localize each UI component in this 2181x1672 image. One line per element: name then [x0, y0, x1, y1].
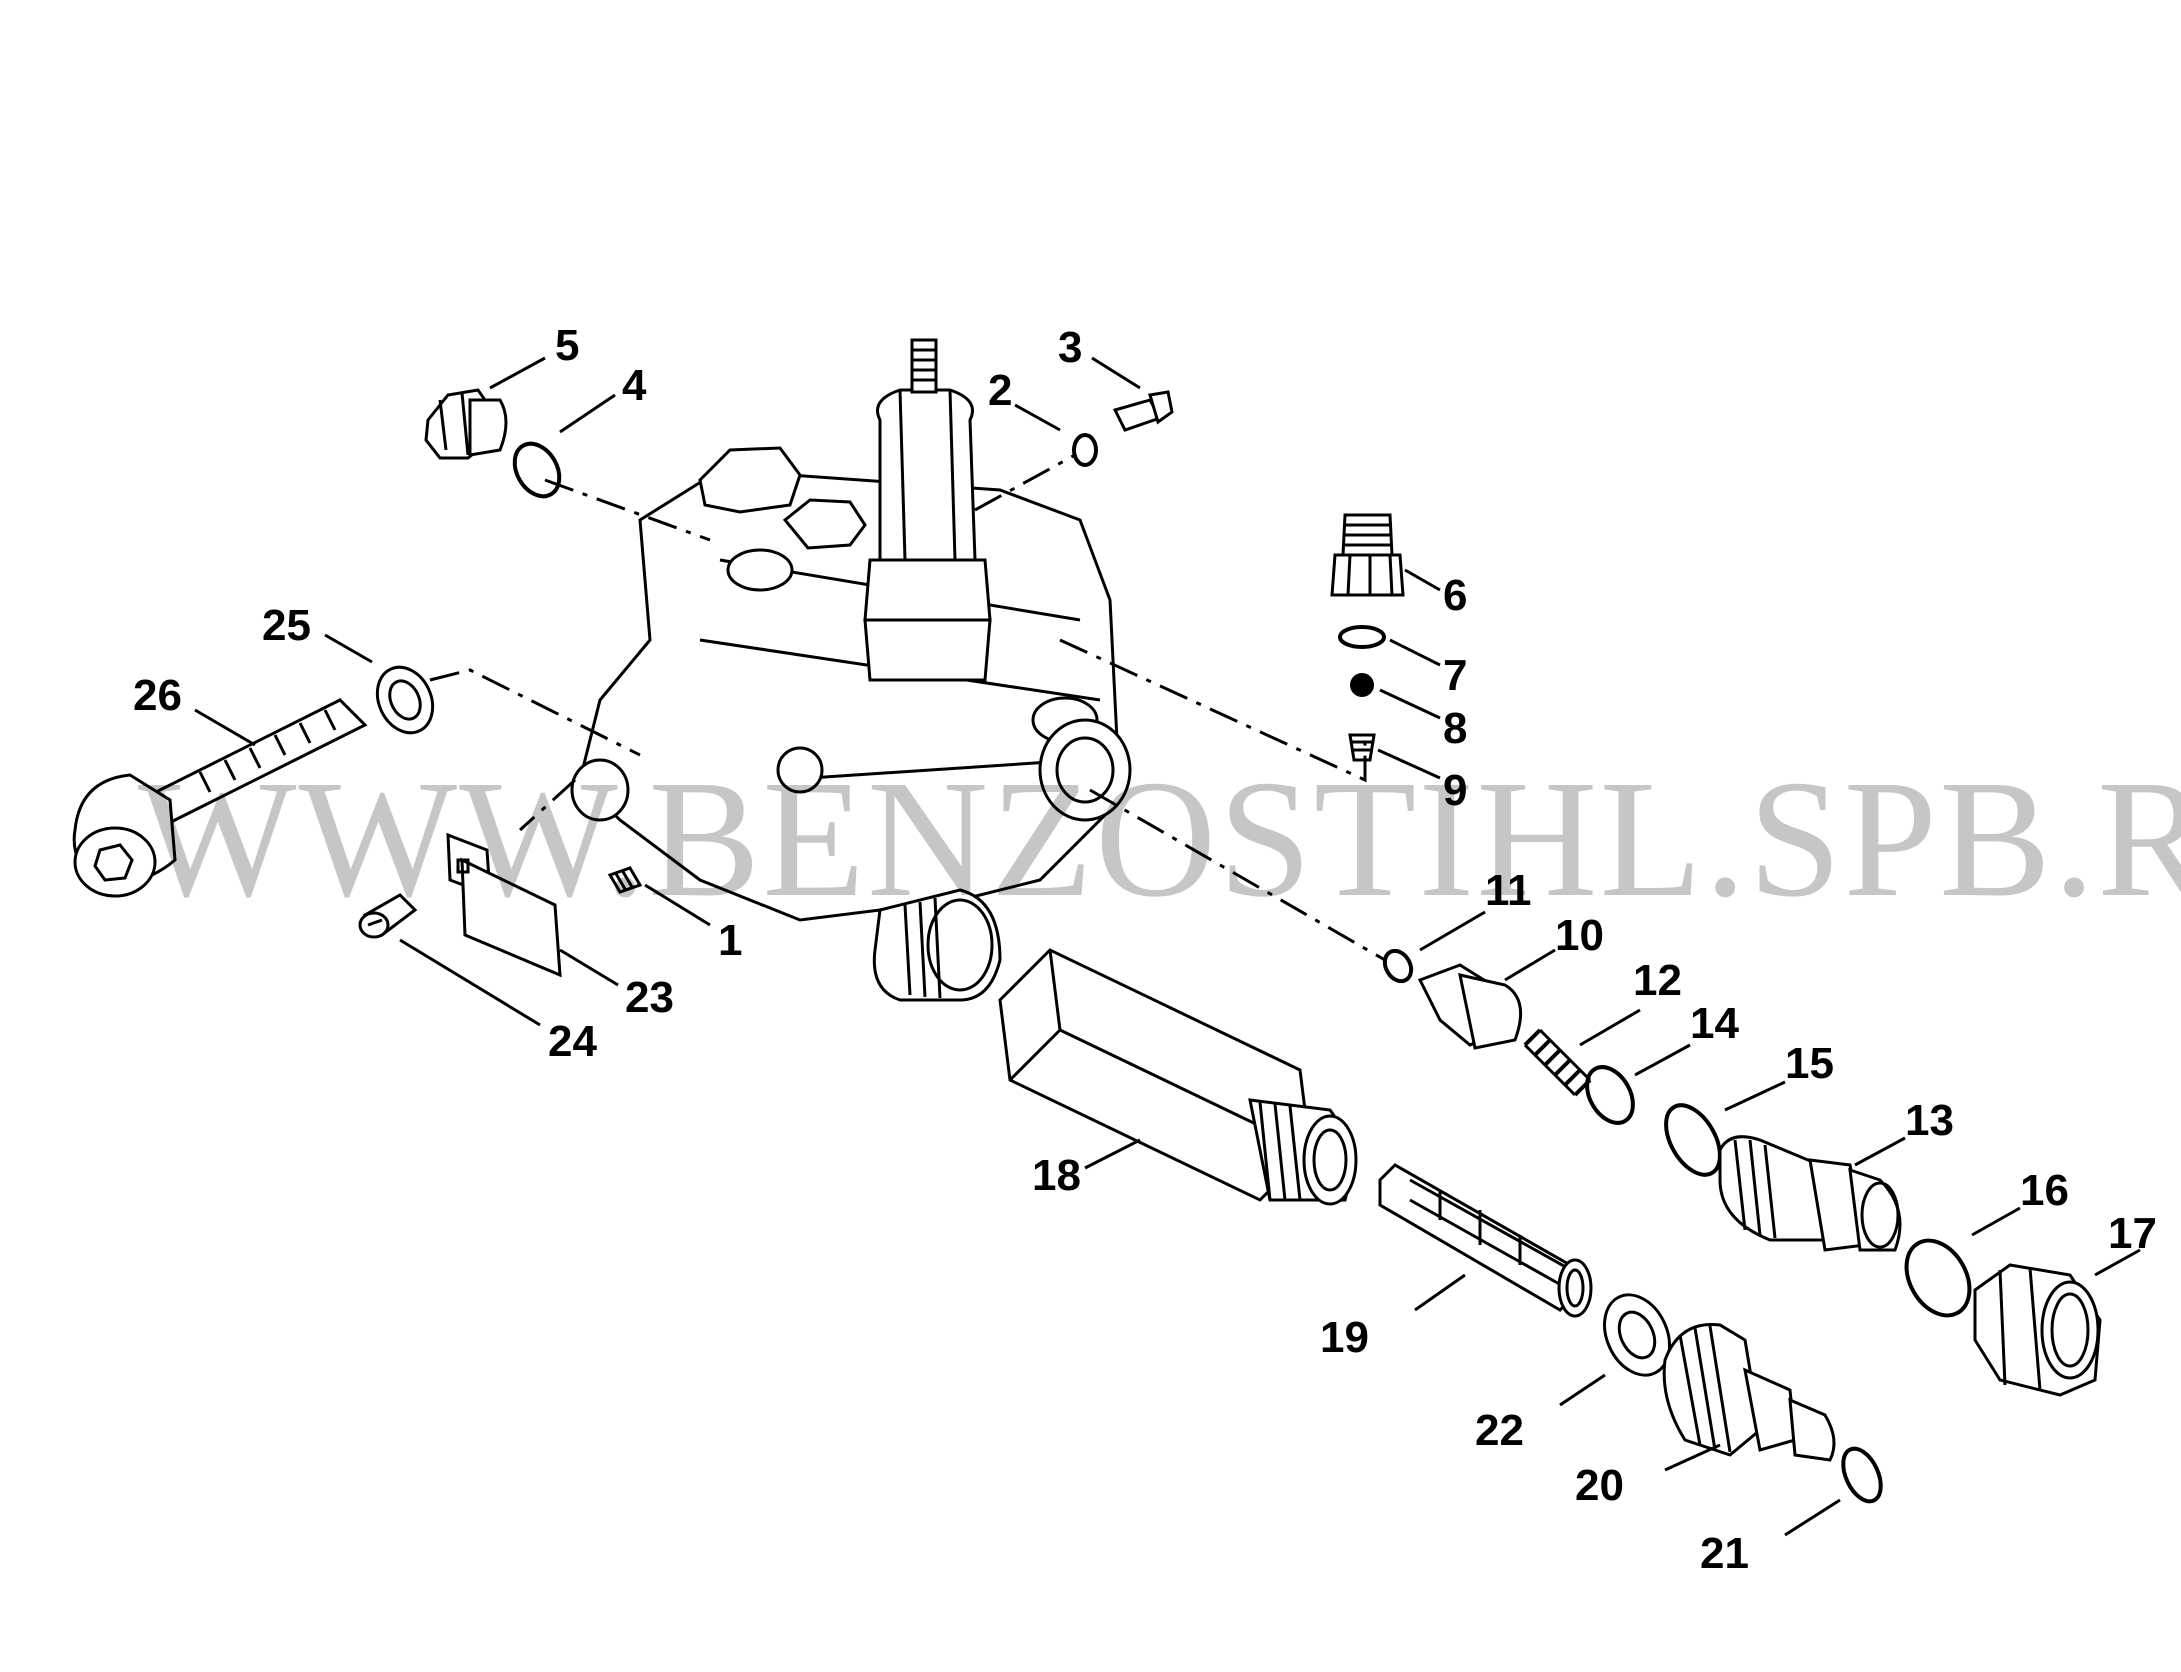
callout-8: 8	[1443, 704, 1467, 753]
part-16-ring	[1904, 1238, 1972, 1318]
callout-13: 13	[1905, 1096, 1954, 1145]
part-15-o-ring	[1664, 1103, 1722, 1177]
callout-20: 20	[1575, 1461, 1624, 1510]
part-22-washer	[1603, 1293, 1671, 1377]
callout-24: 24	[548, 1017, 597, 1066]
callout-7: 7	[1443, 651, 1467, 700]
part-8-ball	[1350, 673, 1374, 697]
callout-9: 9	[1443, 766, 1467, 815]
callout-10: 10	[1555, 911, 1604, 960]
part-9-spring	[1348, 733, 1376, 762]
callout-26: 26	[133, 671, 182, 720]
part-19-filter	[1378, 1163, 1593, 1318]
callout-5: 5	[555, 321, 579, 370]
part-25-washer	[375, 665, 435, 735]
part-4-o-ring	[512, 441, 562, 499]
part-23-plate	[446, 832, 562, 978]
part-17-nut	[1973, 1263, 2102, 1397]
callout-12: 12	[1633, 956, 1682, 1005]
callout-15: 15	[1785, 1039, 1834, 1088]
part-7-o-ring	[1338, 625, 1386, 649]
callout-21: 21	[1700, 1529, 1749, 1578]
callout-3: 3	[1058, 323, 1082, 372]
part-5-hex-plug	[424, 388, 508, 460]
part-18-extension	[998, 948, 1358, 1206]
watermark-text: WWW.BENZOSTIHL.SPB.RU	[138, 746, 2181, 932]
callout-18: 18	[1032, 1151, 1081, 1200]
callout-11: 11	[1485, 866, 1532, 915]
part-26-bolt	[72, 698, 368, 898]
part-14-o-ring	[1585, 1065, 1635, 1125]
part-13-connector	[1718, 1135, 1902, 1252]
callout-labels: 1 2 3 4 5 6 7 8 9 10 11 12 13 14 15 16 1…	[133, 321, 2157, 1578]
callout-23: 23	[625, 973, 674, 1022]
part-21-o-ring	[1841, 1446, 1883, 1504]
callout-22: 22	[1475, 1406, 1524, 1455]
part-2-washer	[1072, 433, 1098, 467]
leader-lines	[194, 356, 2141, 1537]
part-20-coupling	[1662, 1322, 1836, 1462]
callout-17: 17	[2108, 1209, 2157, 1258]
part-11-o-ring	[1382, 948, 1414, 984]
part-1-set-screw	[607, 866, 643, 894]
callout-2: 2	[988, 366, 1012, 415]
callout-1: 1	[718, 916, 742, 965]
callout-4: 4	[622, 361, 647, 410]
callout-14: 14	[1690, 999, 1739, 1048]
callout-16: 16	[2020, 1166, 2069, 1215]
callout-25: 25	[262, 601, 311, 650]
valve-body	[570, 338, 1132, 1002]
part-24-screw	[358, 893, 418, 939]
part-3-screw	[1112, 390, 1174, 432]
alignment-lines	[429, 453, 1386, 962]
part-6-fitting	[1330, 513, 1405, 597]
part-12-spring	[1523, 1028, 1592, 1097]
callout-19: 19	[1320, 1313, 1369, 1362]
callout-6: 6	[1443, 571, 1467, 620]
part-10-valve	[1417, 963, 1523, 1050]
